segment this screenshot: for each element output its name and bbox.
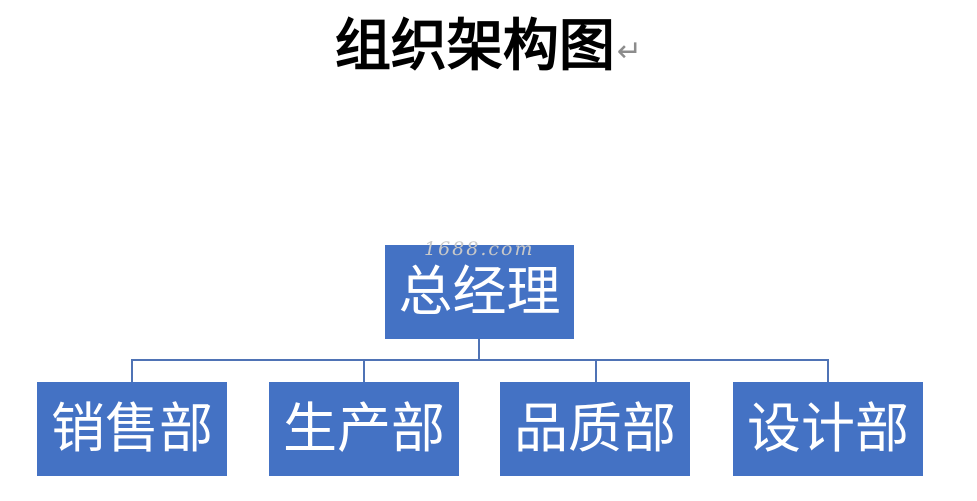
org-node-quality[interactable]: 品质部 [500, 382, 690, 476]
org-node-label: 生产部 [283, 397, 445, 460]
connector-child-1 [131, 359, 133, 382]
watermark: 1688.com [424, 238, 535, 260]
org-node-sales[interactable]: 销售部 [37, 382, 227, 476]
title-bar: 组织架构图↵ [0, 14, 977, 80]
org-node-label: 品质部 [514, 397, 676, 460]
org-node-label: 总经理 [398, 260, 561, 323]
org-node-general-manager[interactable]: 总经理 [385, 245, 574, 339]
org-node-design[interactable]: 设计部 [733, 382, 923, 476]
connector-child-2 [363, 359, 365, 382]
connector-child-3 [595, 359, 597, 382]
org-node-label: 销售部 [51, 397, 213, 460]
paragraph-mark-icon: ↵ [616, 33, 643, 69]
org-node-production[interactable]: 生产部 [269, 382, 459, 476]
connector-root-stem [478, 339, 480, 360]
org-node-label: 设计部 [747, 397, 909, 460]
connector-child-4 [827, 359, 829, 382]
page-title: 组织架构图 [334, 14, 615, 79]
connector-horizontal-bar [131, 359, 829, 361]
